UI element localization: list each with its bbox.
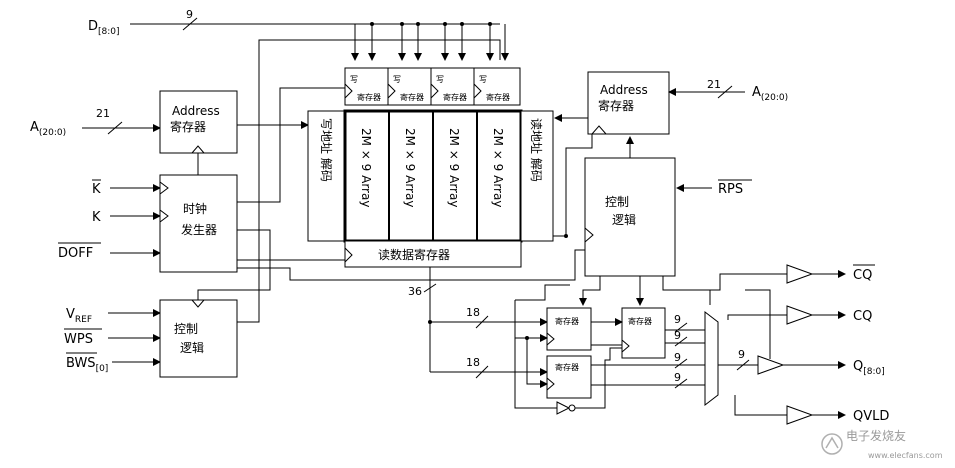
control-logic-left-label1: 控制: [174, 322, 198, 336]
control-logic-left-label2: 逻辑: [180, 341, 204, 355]
clk-to-addr-right: [565, 134, 593, 236]
write-reg-3-a: 写: [436, 75, 444, 84]
write-address-decoder: [307, 110, 346, 242]
mux-out-width: 9: [738, 348, 745, 361]
bus-18-lower-width: 18: [466, 356, 480, 369]
cq-buffer: [786, 305, 814, 325]
watermark-title: 电子发烧友: [846, 428, 906, 443]
qvld-buffer: [786, 405, 814, 425]
write-decoder-label: 写地址 解码: [319, 118, 333, 182]
output-register-2: [546, 355, 592, 399]
kbar-label: K: [92, 182, 101, 197]
array-3: 2M × 9 Array: [447, 128, 461, 207]
read-data-register-label: 读数据寄存器: [378, 247, 450, 262]
mux-in-2-width: 9: [674, 329, 681, 342]
cq-bar-label: CQ: [853, 268, 872, 283]
array-2: 2M × 9 Array: [403, 128, 417, 207]
ctrl-to-out-reg1: [579, 276, 601, 306]
q-buffer: [757, 355, 785, 375]
address-register-right: [587, 71, 670, 135]
inverter-gate: [556, 401, 571, 415]
write-reg-4-b: 寄存器: [486, 92, 510, 102]
write-reg-2-a: 写: [393, 75, 401, 84]
bws-label: BWS[0]: [66, 356, 108, 374]
output-register-1-label: 寄存器: [555, 316, 579, 326]
qvld-label: QVLD: [853, 409, 889, 424]
a-left-label: A(20:0): [30, 120, 66, 138]
a-right-width: 21: [707, 78, 721, 91]
d-bus-width: 9: [186, 8, 193, 21]
bus-36-width: 36: [408, 285, 422, 298]
output-register-3-label: 寄存器: [628, 316, 652, 326]
clock-to-control-left2: [197, 229, 271, 300]
control-logic-right: [584, 157, 676, 277]
doff-label: DOFF: [58, 246, 93, 261]
d-bus-label: D[8:0]: [88, 19, 120, 37]
cq-bar-buffer: [786, 264, 814, 284]
watermark-logo: 电子发烧友 www.elecfans.com: [821, 428, 943, 460]
read-decoder-label: 读地址 解码: [529, 118, 543, 182]
output-register-2-label: 寄存器: [555, 362, 579, 372]
k-label: K: [92, 210, 101, 225]
output-register-3: [621, 307, 666, 359]
output-mux: [704, 310, 719, 407]
mux-in-4-width: 9: [674, 371, 681, 384]
control-logic-right-label1: 控制: [605, 195, 629, 209]
clock-to-control-right: [237, 249, 585, 281]
read-data-register: [344, 240, 522, 268]
array-4: 2M × 9 Array: [491, 128, 505, 207]
d-bus-taps: [351, 22, 509, 61]
address-register-right-label2: 寄存器: [598, 98, 634, 113]
d-bus-slash: [182, 17, 198, 31]
clock-generator-label1: 时钟: [183, 201, 207, 216]
address-register-left-label2: 寄存器: [170, 119, 206, 134]
write-reg-1-a: 写: [350, 75, 358, 84]
write-reg-1-b: 寄存器: [357, 92, 381, 102]
clk-loop-left: [514, 300, 557, 409]
write-reg-3-b: 寄存器: [443, 92, 467, 102]
write-registers: [344, 67, 521, 106]
write-reg-2-b: 寄存器: [400, 92, 424, 102]
a-right-label: A(20:0): [752, 85, 788, 103]
write-reg-4-a: 写: [479, 75, 487, 84]
array-1: 2M × 9 Array: [359, 128, 373, 207]
output-register-1: [546, 307, 592, 351]
cq-label: CQ: [853, 309, 872, 324]
control-logic-right-label2: 逻辑: [612, 213, 636, 227]
control-logic-left: [159, 299, 238, 378]
clock-generator-label2: 发生器: [181, 222, 217, 237]
q-label: Q[8:0]: [853, 359, 885, 377]
mux-in-3-width: 9: [674, 351, 681, 364]
bus-18-upper-width: 18: [466, 306, 480, 319]
clock-to-control-left: [237, 200, 260, 323]
vref-label: VREF: [66, 307, 92, 325]
ctrl-to-mux: [662, 276, 711, 305]
write-clock-line: [258, 39, 501, 202]
mux-in-1-width: 9: [674, 313, 681, 326]
clock-generator: [159, 174, 238, 273]
watermark-url: www.elecfans.com: [868, 451, 943, 460]
a-left-width: 21: [96, 107, 110, 120]
address-register-left-label1: Address: [172, 104, 220, 118]
rps-label: RPS: [718, 182, 743, 197]
address-register-right-label1: Address: [600, 83, 648, 97]
wps-label: WPS: [64, 332, 93, 347]
read-address-decoder: [520, 110, 554, 242]
